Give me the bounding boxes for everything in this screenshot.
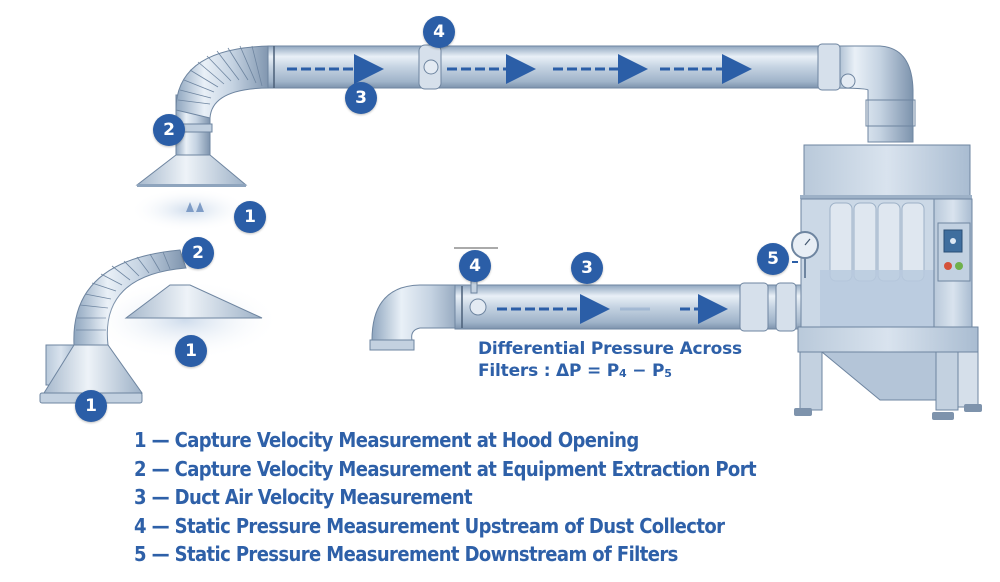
- upper-duct: [173, 43, 916, 166]
- measurement-badge-4: 4: [459, 250, 491, 282]
- measurement-badge-1: 1: [75, 390, 107, 422]
- ceiling-hood: [130, 154, 250, 232]
- measurement-badge-2: 2: [153, 114, 185, 146]
- legend-item-4: 4 — Static Pressure Measurement Upstream…: [134, 513, 725, 538]
- measurement-badge-1: 1: [234, 201, 266, 233]
- legend-item-5: 5 — Static Pressure Measurement Downstre…: [134, 542, 678, 567]
- legend-item-2: 2 — Capture Velocity Measurement at Equi…: [134, 456, 757, 481]
- green-indicator-light: [955, 262, 963, 270]
- legend-item-3: 3 — Duct Air Velocity Measurement: [134, 485, 473, 510]
- measurement-badge-5: 5: [757, 243, 789, 275]
- legend-item-1: 1 — Capture Velocity Measurement at Hood…: [134, 428, 639, 452]
- differential-pressure-formula: Differential Pressure Across Filters : Δ…: [478, 338, 742, 385]
- equipment-extraction-arm: [39, 249, 280, 404]
- formula-line-2: Filters : ΔP = P4 − P5: [478, 361, 672, 381]
- measurement-badge-3: 3: [345, 82, 377, 114]
- measurement-badge-2: 2: [182, 237, 214, 269]
- measurement-badge-3: 3: [571, 252, 603, 284]
- pressure-gauge-icon: [791, 231, 819, 278]
- measurement-legend: 1 — Capture Velocity Measurement at Hood…: [134, 426, 757, 569]
- measurement-badge-4: 4: [423, 16, 455, 48]
- measurement-badge-1: 1: [175, 335, 207, 367]
- red-indicator-light: [944, 262, 952, 270]
- formula-line-1: Differential Pressure Across: [478, 339, 742, 359]
- dust-collector: [791, 144, 982, 420]
